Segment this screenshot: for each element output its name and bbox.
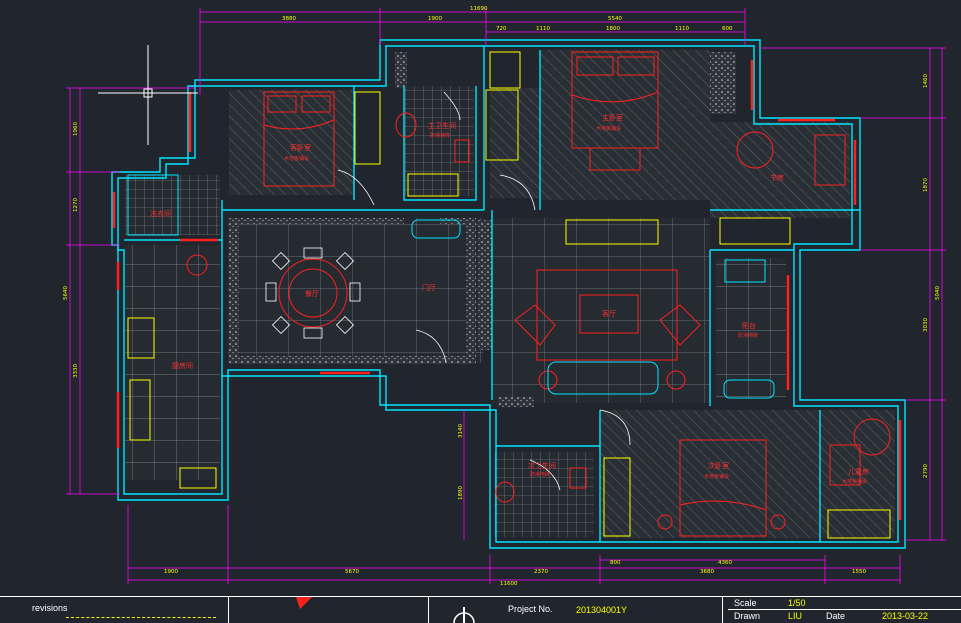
doors [337, 91, 631, 491]
dim-top-d4: 1110 [675, 26, 689, 32]
room-master-bath-note: 防滑地砖 [430, 132, 450, 139]
dimension-lines [66, 8, 946, 584]
room-living: 客厅 [602, 309, 616, 318]
floor-plan-drawing: 11690 3880 1900 5540 720 1110 1800 1110 … [63, 6, 946, 587]
room-kitchen: 厨房间 [172, 361, 193, 370]
cabinets [127, 51, 891, 539]
drawn-label: Drawn [734, 611, 761, 621]
dim-top-d1: 720 [496, 26, 507, 32]
room-master-bedroom: 主卧室 [602, 113, 623, 122]
stone-borders [229, 52, 736, 407]
dim-right-2: 1870 [923, 178, 929, 192]
scale-value: 1/50 [788, 598, 806, 608]
dim-bottom-1: 1900 [164, 569, 178, 575]
title-block: revisions Project No. 201304001Y Scale 1… [0, 596, 961, 623]
dim-left-4: 3330 [73, 364, 79, 378]
room-foyer: 门厅 [422, 283, 436, 292]
room-second-bath: 次卫生间 [528, 461, 556, 470]
room-study: 书房 [770, 173, 784, 182]
project-no-value: 201304001Y [576, 605, 628, 615]
room-balcony-note: 防滑地砖 [738, 332, 758, 339]
dim-top-d2: 1110 [536, 26, 550, 32]
dim-mid-2: 1890 [458, 486, 464, 500]
dim-right-5: 2790 [923, 464, 929, 478]
room-second-bedroom: 次卧室 [708, 461, 729, 470]
date-label: Date [826, 611, 846, 621]
crosshair-cursor-icon [98, 45, 198, 145]
room-master-bath: 主卫生间 [428, 121, 456, 130]
room-second-bedroom-note: 木地板铺设 [704, 473, 729, 480]
dim-right-3: 5040 [935, 286, 941, 300]
revisions-underline [66, 617, 216, 618]
dim-bottom-5: 1550 [852, 569, 866, 575]
dim-left-3: 5640 [63, 286, 69, 300]
dim-bottom-4: 3680 [700, 569, 714, 575]
room-second-bath-note: 防滑地砖 [530, 471, 550, 478]
dim-top-d5: 600 [722, 26, 733, 32]
dim-mid-1: 3140 [458, 424, 464, 438]
project-no-label: Project No. [508, 604, 553, 614]
dim-top-total: 11690 [470, 6, 488, 12]
room-master-bedroom-note: 木地板铺设 [596, 125, 621, 132]
dimension-labels: 11690 3880 1900 5540 720 1110 1800 1110 … [63, 6, 941, 587]
room-kids: 儿童房 [848, 467, 869, 476]
dim-top-b: 1900 [428, 16, 442, 22]
dining-chairs [265, 247, 361, 339]
dim-bottom-2: 5670 [345, 569, 359, 575]
dim-left-1: 1960 [73, 122, 79, 136]
dim-bottom-3: 2370 [534, 569, 548, 575]
room-laundry: 洗衣间 [150, 209, 171, 218]
dim-right-1: 1460 [923, 74, 929, 88]
dim-top-d3: 1800 [606, 26, 620, 32]
room-dining: 餐厅 [305, 289, 319, 298]
dim-bottom-7: 800 [610, 560, 621, 566]
north-arrow-icon [453, 607, 475, 623]
dim-top-a: 3880 [282, 16, 296, 22]
windows [112, 60, 902, 520]
room-labels: 客卧室 木地板铺设 主卫生间 防滑地砖 主卧室 木地板铺设 书房 洗衣间 餐厅 … [150, 113, 869, 485]
red-flag-icon [296, 597, 312, 609]
dim-bottom-6: 4360 [718, 560, 732, 566]
dim-left-2: 1270 [73, 198, 79, 212]
room-guest-bedroom-note: 木地板铺设 [284, 155, 309, 162]
dim-bottom-total: 11600 [500, 581, 518, 587]
scale-underline [728, 609, 961, 610]
dim-top-c: 5540 [608, 16, 622, 22]
floor-fills [125, 50, 895, 538]
drawn-value: LIU [788, 611, 803, 621]
furniture [186, 51, 891, 537]
room-guest-bedroom: 客卧室 [290, 143, 311, 152]
scale-label: Scale [734, 598, 757, 608]
dim-right-4: 3030 [923, 318, 929, 332]
revisions-label: revisions [32, 603, 68, 613]
room-kids-note: 木地板铺设 [842, 478, 867, 485]
room-balcony: 阳台 [742, 321, 756, 330]
date-value: 2013-03-22 [882, 611, 929, 621]
fixtures-cyan [127, 174, 775, 399]
